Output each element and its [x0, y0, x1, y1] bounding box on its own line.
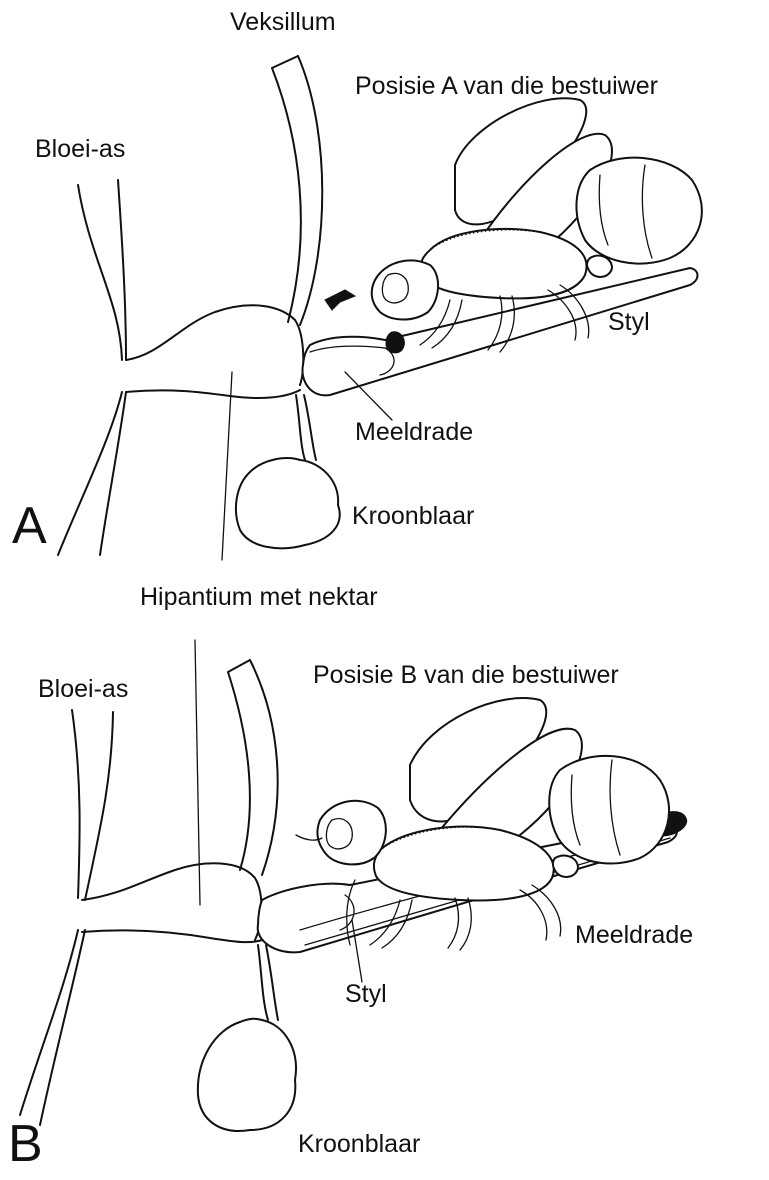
vexillum-a	[272, 56, 322, 325]
label-pollinator-position-b: Posisie B van die bestuiwer	[313, 663, 619, 688]
label-pollinator-position-a: Posisie A van die bestuiwer	[355, 74, 658, 99]
label-petal-b: Kroonblaar	[298, 1132, 420, 1157]
label-stamens-a: Meeldrade	[355, 420, 473, 445]
label-vexillum-a: Veksillum	[230, 10, 336, 35]
inflorescence-axis-b	[20, 710, 113, 1125]
pedicel-b	[82, 863, 262, 942]
label-style-b: Styl	[345, 982, 387, 1007]
label-inflorescence-axis-b: Bloei-as	[38, 677, 128, 702]
label-hypanthium: Hipantium met nektar	[140, 585, 378, 610]
vexillum-b	[228, 660, 278, 875]
label-stamens-b: Meeldrade	[575, 923, 693, 948]
panel-a-drawing	[58, 56, 702, 555]
panel-letter-a: A	[12, 500, 47, 552]
petal-a	[236, 395, 340, 548]
hypanthium-leader	[195, 372, 232, 905]
inflorescence-axis-a	[58, 180, 126, 555]
label-style-a: Styl	[608, 310, 650, 335]
label-inflorescence-axis-a: Bloei-as	[35, 137, 125, 162]
label-petal-a: Kroonblaar	[352, 504, 474, 529]
petal-b	[198, 945, 296, 1131]
panel-letter-b: B	[8, 1118, 43, 1170]
panel-b-drawing	[20, 660, 687, 1131]
pedicel-a	[126, 305, 303, 398]
